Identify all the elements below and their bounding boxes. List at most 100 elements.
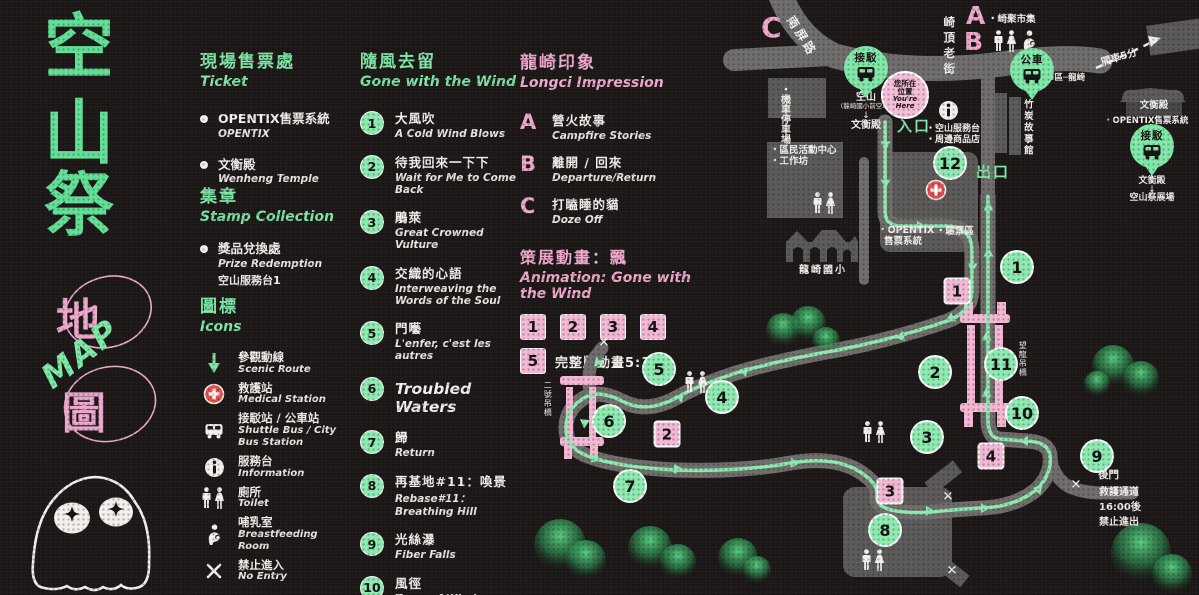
stamp-heading: 集章 [200, 187, 238, 207]
artwork-number-badge: 2 [360, 154, 384, 179]
legend-label-en: Toilet [238, 498, 269, 510]
bullet-icon [200, 245, 208, 253]
animation-note-text: 完整版動畫5:30 [555, 355, 662, 371]
bullet-icon [200, 160, 208, 169]
artwork-number-badge: 1 [360, 111, 384, 135]
stamp-heading-en: Stamp Collection [200, 209, 335, 225]
no-entry-x-icon: ✕ [598, 335, 610, 351]
map-label: ・OPENTIX售票系統 [1104, 116, 1189, 126]
impression-label: 離開 / 回來 [552, 155, 623, 170]
map-marker-green: 11 [984, 347, 1018, 381]
artwork-number-badge: 4 [360, 265, 384, 290]
bus-stop-pin-label: 接駁 [854, 52, 878, 64]
no-entry-x-icon: ✕ [942, 489, 954, 505]
toilet-icon [812, 192, 838, 218]
ticket-item-label: 文衡殿 [218, 156, 256, 172]
bus-icon [200, 423, 228, 439]
legend-label: 禁止進入 [238, 557, 284, 572]
drive-direction-dashed-arrow [1095, 36, 1161, 70]
legend-label-en: Medical Station [238, 394, 326, 406]
toilet-icon [861, 549, 887, 575]
stamp-item-label: 獎品兌換處 [218, 241, 281, 256]
legend-label-en: Shuttle Bus / City Bus Station [238, 424, 337, 448]
artwork-label-en: Fiber Falls [395, 549, 456, 561]
artwork-text: Troubled Waters [395, 377, 520, 416]
artwork-label-en: Interweaving the Words of the Soul [395, 282, 501, 307]
school-arches [793, 247, 851, 262]
title-char-1: 空 [44, 6, 114, 88]
artwork-label-en: Great Crowned Vulture [395, 227, 484, 251]
medical-icon [200, 383, 228, 405]
artwork-label: 待我回來一下下 [395, 154, 490, 170]
map-marker-green: 6 [592, 404, 626, 438]
map-label: B [964, 27, 984, 56]
artwork-number-badge: 10 [360, 575, 384, 595]
map-marker-green: 10 [1005, 396, 1039, 430]
bus-icon [1022, 68, 1042, 88]
toilet-icon [684, 371, 710, 397]
artwork-number-badge: 3 [360, 210, 384, 234]
map-label: ・工作坊 [770, 156, 809, 167]
impression-label-en: Doze Off [552, 214, 603, 226]
artwork-label: 歸 [395, 430, 409, 445]
map-marker-green: 4 [705, 380, 739, 414]
map-label: ・OPENTIX [878, 225, 935, 236]
stamp-item-location: 空山服務台1 [218, 273, 281, 287]
impression-label-en: Departure/Return [552, 172, 657, 184]
map-label: ↓ [1148, 185, 1156, 195]
map-marker-green: 8 [868, 513, 902, 547]
legend-label: 接駁站 / 公車站 [238, 411, 320, 426]
map-label: 救護通道 [1099, 487, 1139, 498]
toilet-icon [993, 30, 1019, 56]
info-icon [938, 100, 959, 125]
impression-label: 打瞌睡的貓 [552, 197, 620, 212]
animation-note-number: 5 [520, 348, 546, 374]
artwork-number-badge: 7 [360, 430, 384, 454]
no-entry-x-icon: ✕ [946, 563, 958, 579]
map-label: 竹炭故事館 [1021, 99, 1033, 157]
medical-icon [925, 179, 947, 205]
map-label: 空山祭展場 [1129, 193, 1175, 203]
emblem-ellipses-icon [63, 275, 157, 443]
map-label: ・機車停車場 [778, 84, 790, 144]
map-label: 文衡殿 [851, 120, 881, 131]
legend-label: 哺乳室 [238, 515, 273, 530]
you-are-here-badge: 您所在 位置 You're Here [881, 71, 929, 119]
ticket-item-label: OPENTIX售票系統 [218, 111, 330, 126]
legend-label-en: Information [238, 467, 305, 479]
artwork-item: 10風徑Trace of Wind [360, 575, 520, 595]
bus-stop-pin: 公車 [1010, 48, 1054, 92]
artwork-label: 大風吹 [395, 111, 436, 126]
emblem-char-tu: 圖 [62, 388, 106, 439]
map-marker-green: 7 [613, 469, 647, 503]
stamp-item-sub: Prize Redemption [218, 257, 323, 270]
map-label: 望龍吊橋 [1018, 341, 1028, 377]
route-arrow-icon [917, 221, 926, 231]
ticket-item-sub: OPENTIX [218, 127, 270, 140]
map-label: A [966, 1, 986, 30]
legend-label-en: No Entry [238, 571, 287, 583]
legend-label-en: Scenic Route [238, 363, 311, 375]
map-marker-pink: 4 [977, 442, 1005, 470]
artwork-label-en: Wait for Me to Come Back [395, 171, 516, 196]
